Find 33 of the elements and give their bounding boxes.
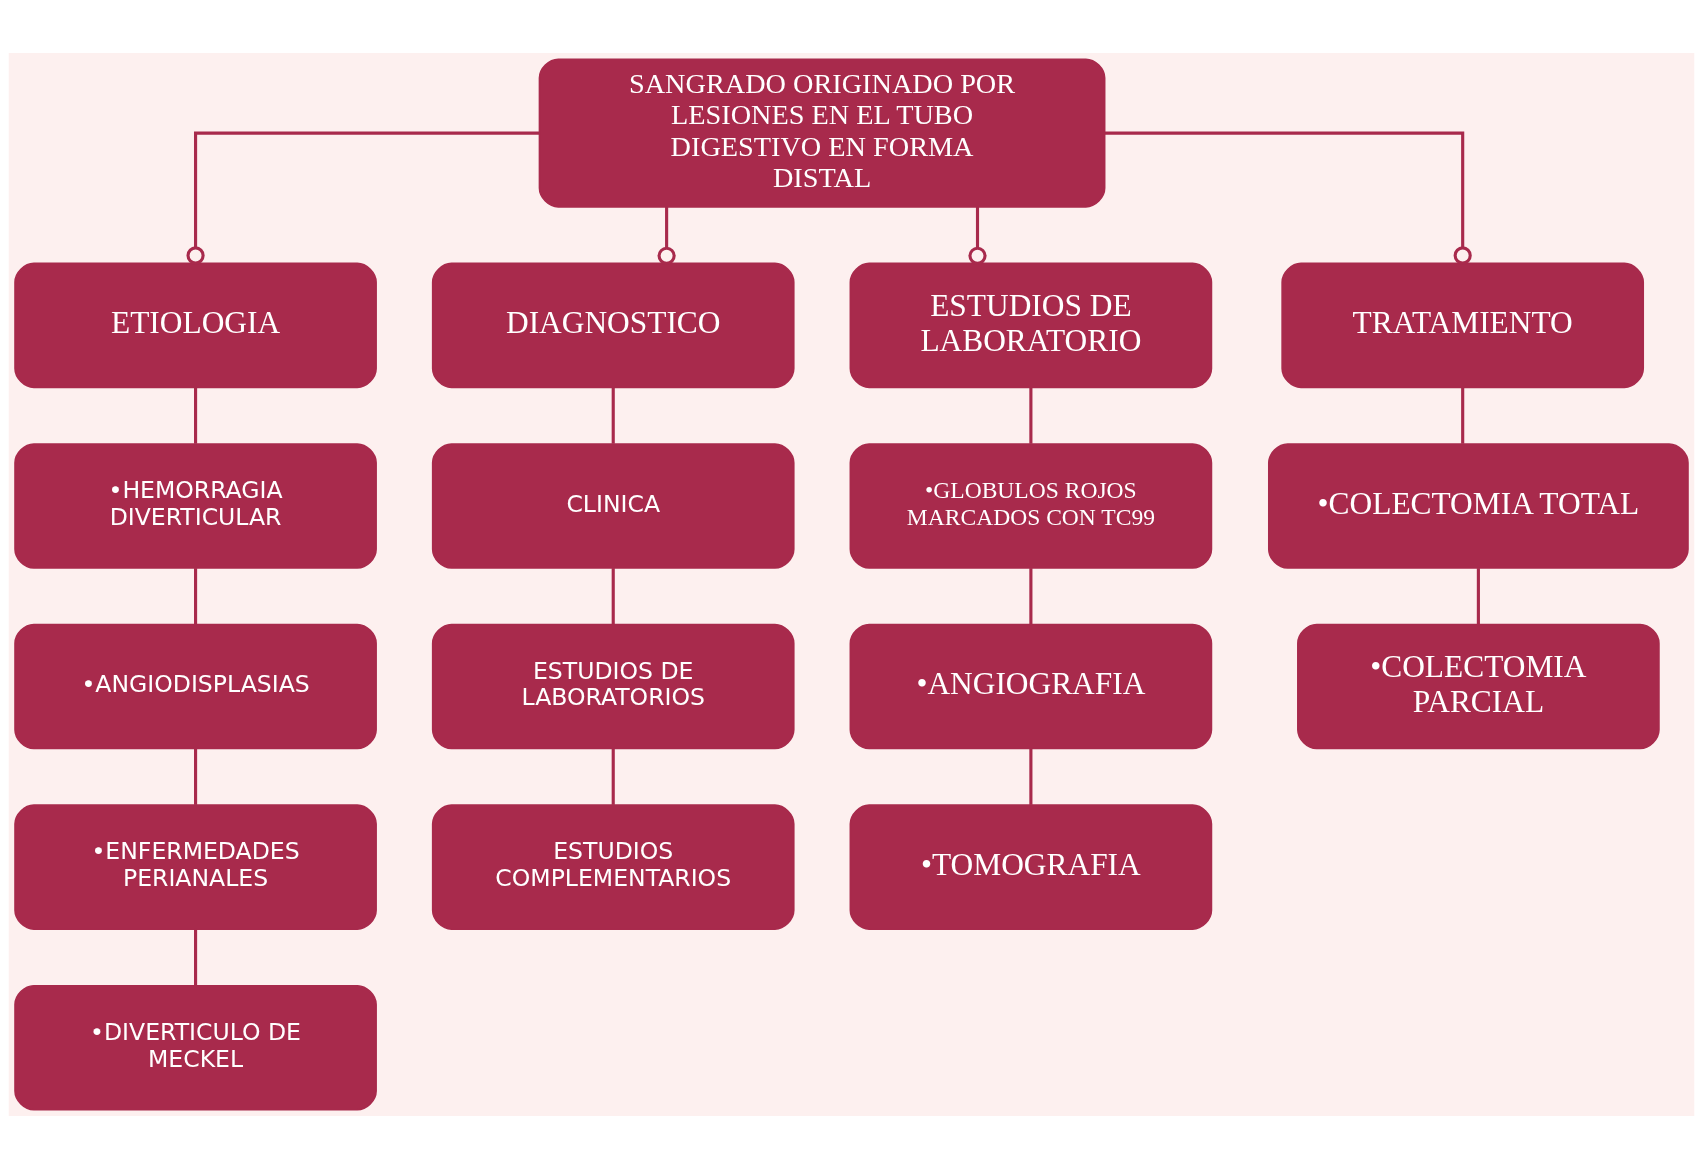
- connector: [611, 387, 615, 444]
- node-box: •GLOBULOS ROJOS MARCADOS CON TC99: [849, 442, 1213, 569]
- node-box: ESTUDIOS DE LABORATORIOS: [431, 623, 795, 749]
- node-box: ESTUDIOS DE LABORATORIO: [849, 262, 1213, 388]
- connector: [1029, 567, 1033, 624]
- connector: [611, 748, 615, 805]
- node-box: •ANGIOGRAFIA: [849, 623, 1213, 749]
- node-box: •ENFERMEDADES PERIANALES: [14, 803, 377, 930]
- connector: [657, 206, 676, 265]
- connector: [1476, 567, 1480, 624]
- node-box: TRATAMIENTO: [1281, 262, 1645, 388]
- node-box: ESTUDIOS COMPLEMENTARIOS: [431, 803, 795, 930]
- connector: [1029, 387, 1033, 444]
- connector: [194, 567, 198, 624]
- node-box: ETIOLOGIA: [14, 262, 377, 388]
- node-box: •TOMOGRAFIA: [849, 803, 1213, 930]
- node-box: •HEMORRAGIA DIVERTICULAR: [14, 442, 377, 569]
- connector: [1104, 131, 1472, 265]
- connector: [1461, 387, 1465, 444]
- connector: [1029, 748, 1033, 805]
- node-box: DIAGNOSTICO: [431, 262, 795, 388]
- connector: [611, 567, 615, 624]
- node-box: •COLECTOMIA PARCIAL: [1297, 623, 1660, 749]
- connector: [968, 206, 987, 265]
- node-box: •ANGIODISPLASIAS: [14, 623, 377, 749]
- node-box: SANGRADO ORIGINADO POR LESIONES EN EL TUBO DIGESTIVO EN FORMA DISTAL: [538, 58, 1106, 208]
- node-box: •COLECTOMIA TOTAL: [1268, 442, 1689, 569]
- node-box: •DIVERTICULO DE MECKEL: [14, 984, 377, 1110]
- connector: [194, 387, 198, 444]
- connector: [194, 928, 198, 985]
- connector: [194, 748, 198, 805]
- node-box: CLINICA: [431, 442, 795, 569]
- connector: [186, 131, 540, 265]
